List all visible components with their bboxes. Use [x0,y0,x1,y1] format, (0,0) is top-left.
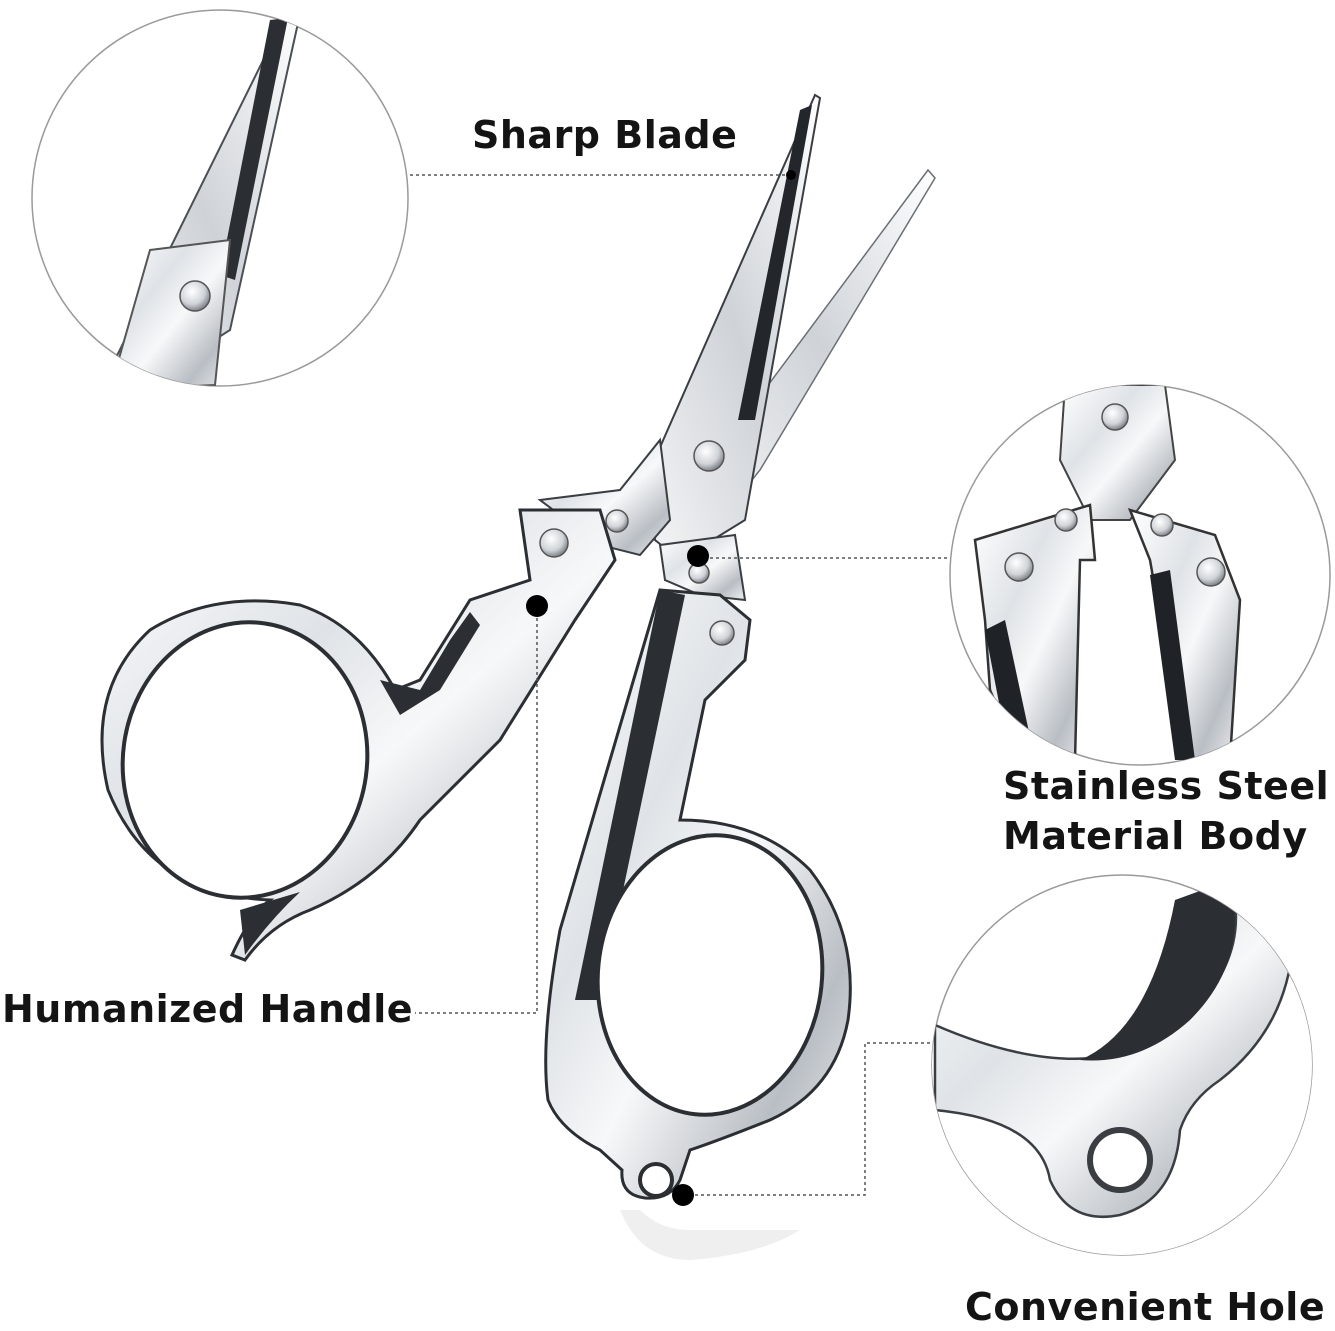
zoom-circle-blade [31,9,409,387]
scissors-reflection [620,1210,800,1260]
callout-dot-handle [526,595,548,617]
callout-stainless-steel: Stainless Steel Material Body [1003,764,1329,859]
callout-sharp-blade: Sharp Blade [472,113,738,157]
callout-stainless-steel-line1: Stainless Steel [1003,764,1330,808]
callout-dot-hole [672,1184,694,1206]
scissors-right-handle [544,588,852,1200]
scissors-blades [648,93,936,562]
callout-stainless-steel-line2: Material Body [1003,813,1308,858]
callout-dot-body [687,545,709,567]
zoom-circle-hole [931,874,1313,1256]
callout-dots [526,170,796,1206]
scissors-left-handle [100,508,617,962]
leader-lines [410,174,948,1196]
scissors-hinge [537,437,747,602]
callout-dot-blade [786,170,796,180]
zoom-circle-hinge [949,384,1331,766]
callout-humanized-handle: Humanized Handle [2,987,413,1031]
callout-convenient-hole: Convenient Hole [965,1285,1326,1329]
